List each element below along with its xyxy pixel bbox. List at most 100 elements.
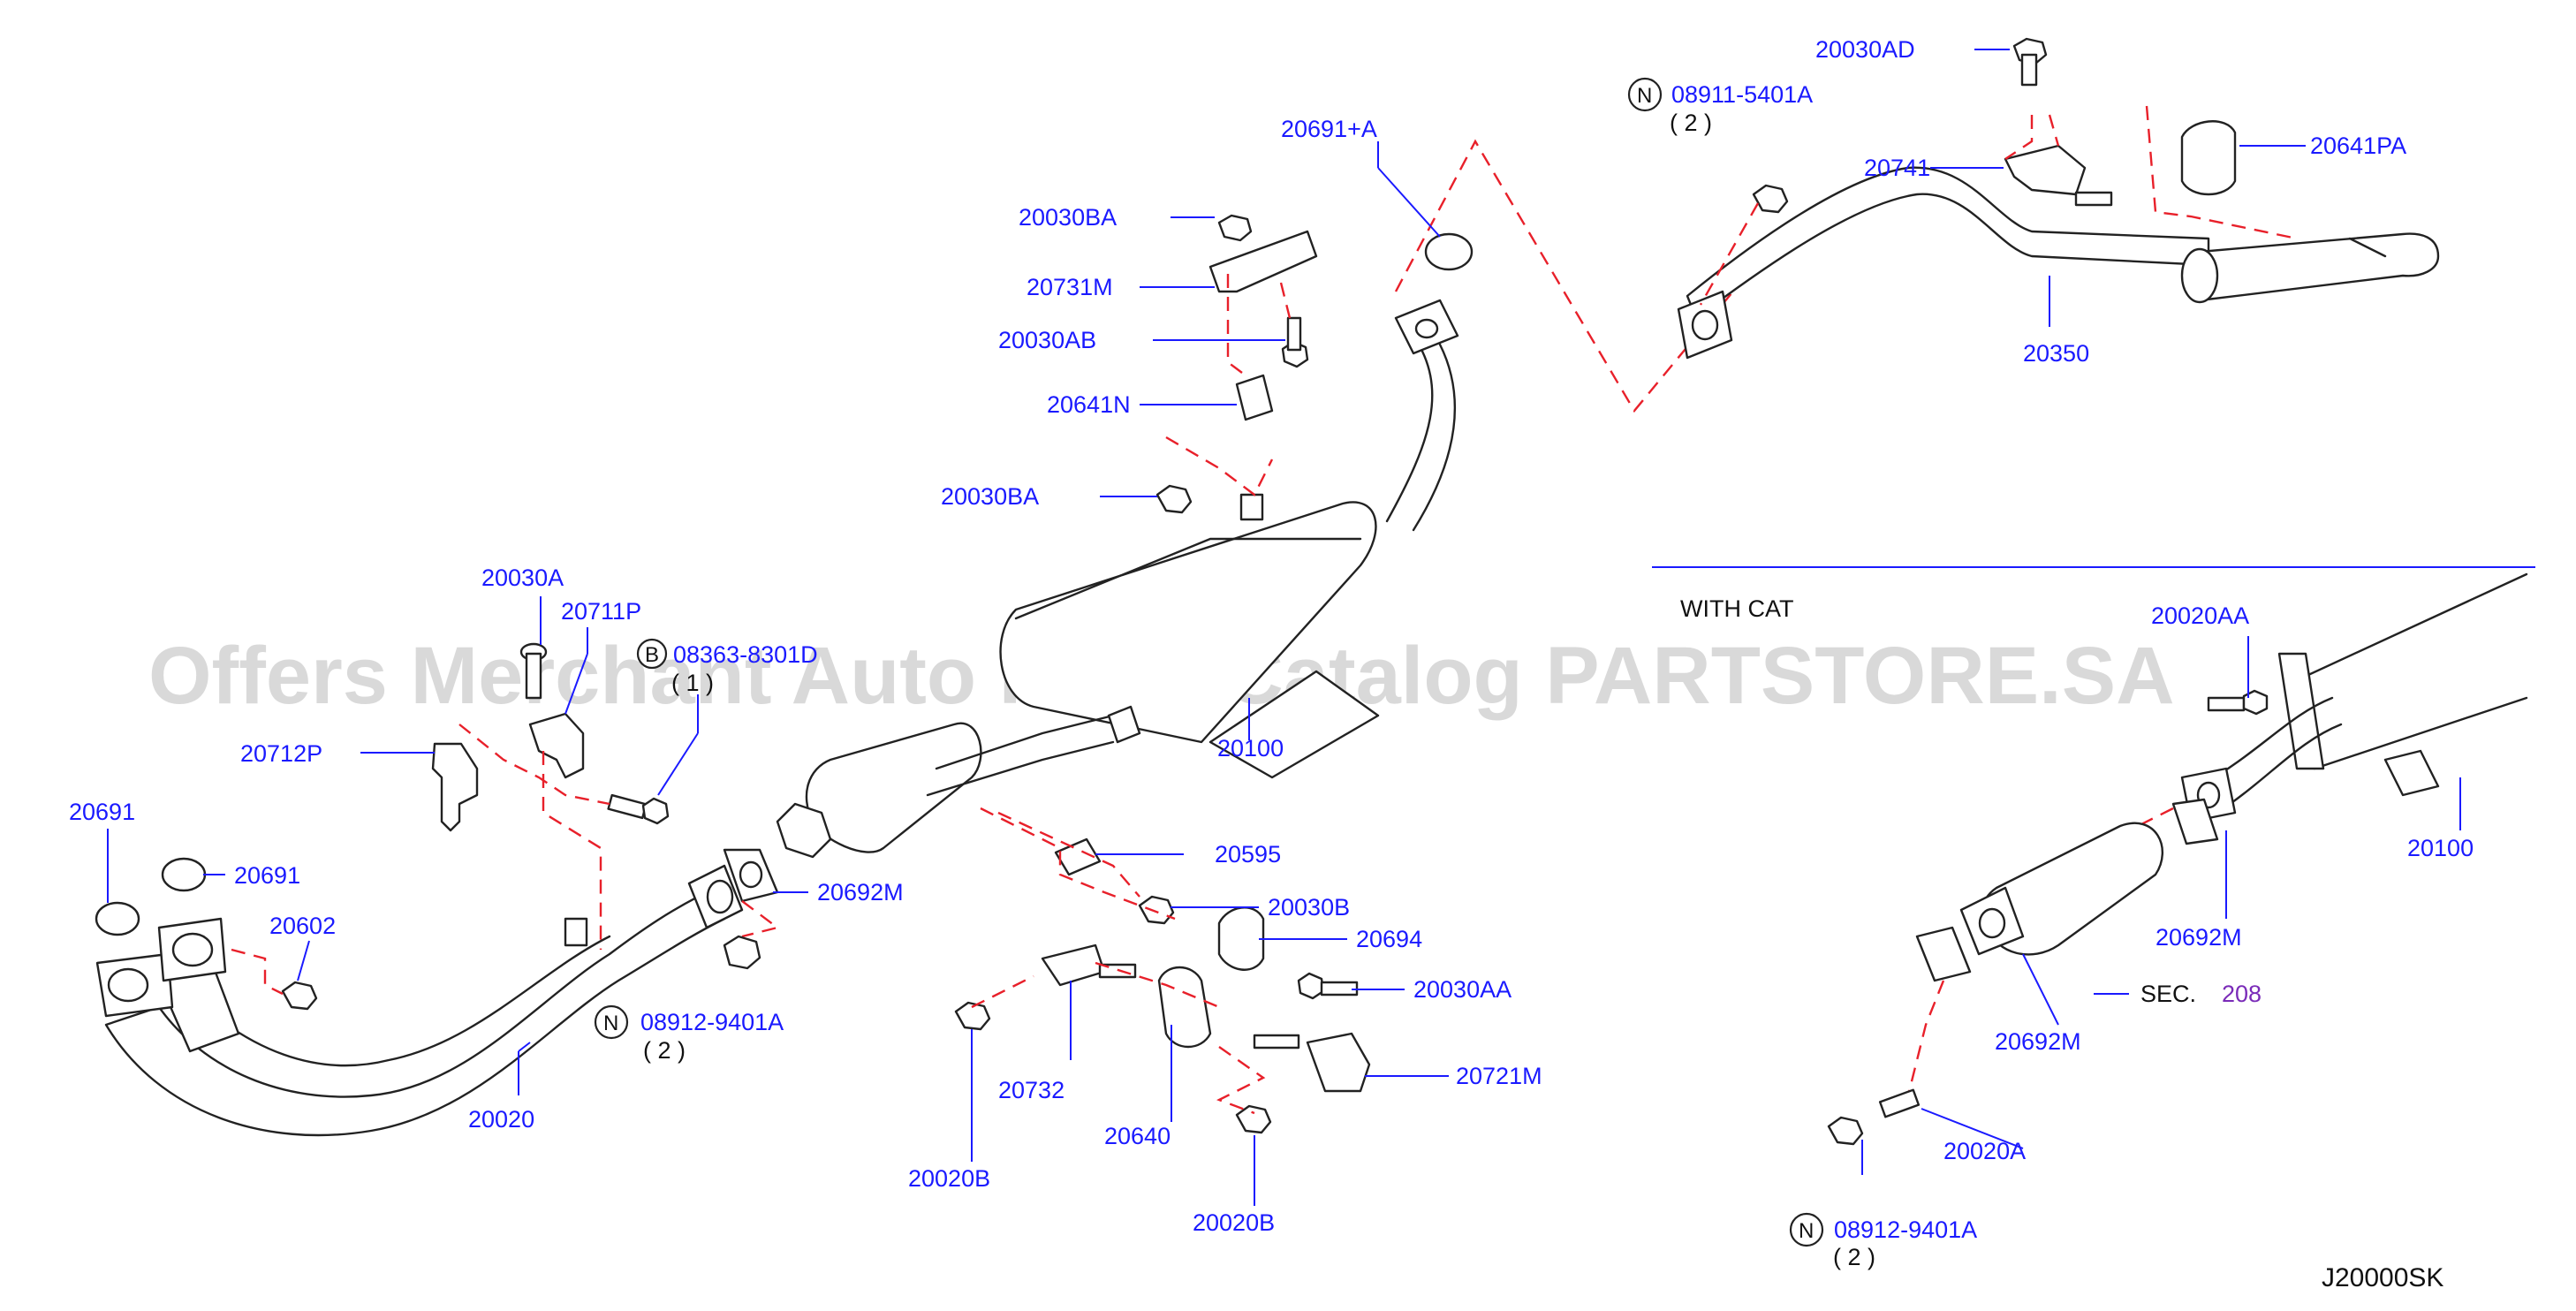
inset-catalytic-converter <box>1959 822 2164 956</box>
stud-20741 <box>2074 191 2113 207</box>
dash-20602 <box>231 948 284 996</box>
label-20721M: 20721M <box>1456 1063 1542 1089</box>
insulator-20641N <box>1235 374 1274 421</box>
label-20712P: 20712P <box>240 740 322 767</box>
bolt-20030AD <box>2012 37 2048 87</box>
dash-lower-c <box>1095 961 1220 1009</box>
label-20020B-right: 20020B <box>1193 1209 1275 1236</box>
inset-stud-20020AA <box>2207 689 2269 716</box>
dash-top-stack-b <box>1279 282 1292 319</box>
label-20020A: 20020A <box>1943 1138 2026 1164</box>
front-pipe-20020 <box>95 864 744 1137</box>
label-20020B-left: 20020B <box>908 1165 990 1192</box>
dash-lower-d <box>971 974 1034 1009</box>
nut-20030B <box>1138 895 1175 925</box>
note-badge-n-08912-main: N <box>594 1004 629 1040</box>
nut-20602 <box>281 981 318 1011</box>
insulator-20640 <box>1157 966 1212 1049</box>
svg-text:N: N <box>603 1012 618 1035</box>
sheet-code: J20000SK <box>2322 1263 2443 1292</box>
qty-08912-inset: ( 2 ) <box>1833 1244 1875 1270</box>
svg-text:N: N <box>1799 1219 1814 1243</box>
label-20350: 20350 <box>2023 340 2089 367</box>
qty-08911: ( 2 ) <box>1670 110 1712 136</box>
nut-20030BA-mid <box>1155 484 1193 514</box>
label-20692M-main: 20692M <box>817 879 904 906</box>
label-20030AD: 20030AD <box>1815 36 1915 63</box>
label-20711P: 20711P <box>561 598 641 625</box>
label-20691-a: 20691 <box>69 799 135 825</box>
dash-top-stack-c <box>1165 436 1274 496</box>
note-badge-b-08363: B <box>636 638 668 670</box>
label-20731M: 20731M <box>1027 274 1113 300</box>
inset-gasket-20692M-b <box>1915 926 1972 982</box>
insulator-20641PA <box>2180 120 2237 196</box>
dash-20741-a <box>2004 115 2034 160</box>
label-08363: 08363-8301D <box>673 641 818 668</box>
label-20732: 20732 <box>998 1077 1064 1103</box>
label-20030BA-top: 20030BA <box>1019 204 1117 231</box>
inset-dash-a <box>2137 807 2174 828</box>
label-20741: 20741 <box>1864 155 1930 181</box>
dash-20641PA <box>2145 105 2298 240</box>
label-20030A: 20030A <box>481 565 564 591</box>
note-badge-n-08911: N <box>1627 77 1663 112</box>
dash-lower-b <box>997 811 1140 898</box>
dash-20020-hanger <box>542 751 602 950</box>
dash-zigzag <box>1394 139 1741 413</box>
nut-20030BA-top <box>1217 214 1253 242</box>
section-prefix: SEC. <box>2140 981 2196 1007</box>
bracket-20721M <box>1253 1032 1371 1093</box>
dash-top-stack-a <box>1226 274 1246 376</box>
tail-pipe-20350 <box>1677 166 2440 360</box>
gasket-20691-b <box>161 857 207 892</box>
insulator-20694 <box>1217 906 1265 971</box>
bracket-20712P <box>431 742 479 832</box>
label-20100-inset: 20100 <box>2407 835 2474 861</box>
inset-dash-b <box>1906 980 1945 1096</box>
label-20641N: 20641N <box>1047 391 1131 418</box>
label-20602: 20602 <box>269 913 336 939</box>
label-20641PA: 20641PA <box>2310 133 2406 159</box>
label-20030BA-mid: 20030BA <box>941 483 1039 510</box>
bolt-20030AA <box>1297 972 1359 1000</box>
section-number[interactable]: 208 <box>2222 981 2262 1007</box>
nut-20020B-left <box>954 1001 991 1031</box>
label-20030AB: 20030AB <box>998 327 1096 353</box>
nut-08911 <box>1752 184 1789 214</box>
clamp-inlet <box>776 802 832 859</box>
bracket-20711P <box>528 712 585 779</box>
gasket-20691A <box>1424 232 1474 271</box>
label-20030AA: 20030AA <box>1413 976 1512 1003</box>
nut-08912-main <box>723 935 761 970</box>
qty-08912-main: ( 2 ) <box>643 1037 686 1064</box>
label-08911: 08911-5401A <box>1671 81 1813 108</box>
leader-lines <box>107 49 2461 1206</box>
bolt-20030A <box>519 642 548 700</box>
label-20692M-inset-b: 20692M <box>1995 1028 2081 1055</box>
qty-08363: ( 1 ) <box>671 670 714 696</box>
dash-20741-b <box>2048 114 2060 147</box>
label-20100-main: 20100 <box>1217 735 1284 762</box>
label-20030B: 20030B <box>1268 894 1350 921</box>
dash-20711P <box>458 724 610 806</box>
bracket-20741 <box>2004 144 2087 196</box>
center-muffler-20100 <box>805 299 1459 853</box>
label-20595: 20595 <box>1215 841 1281 868</box>
bracket-20731M <box>1208 230 1318 293</box>
svg-text:N: N <box>1637 84 1652 108</box>
bracket-20732 <box>1041 943 1137 987</box>
gasket-20691-a <box>95 901 140 936</box>
dash-20692M <box>741 900 780 938</box>
inset-gasket-20692M-a <box>2171 798 2219 845</box>
inset-nut-08912 <box>1827 1116 1864 1146</box>
note-badge-n-08912-inset: N <box>1789 1212 1824 1247</box>
inset-stud-20020A <box>1878 1088 1921 1118</box>
label-20691A: 20691+A <box>1281 116 1377 142</box>
nut-20020B-right <box>1235 1104 1272 1134</box>
label-20691-b: 20691 <box>234 862 300 889</box>
bolt-20030AB <box>1281 316 1309 368</box>
inset-title: WITH CAT <box>1680 595 1793 622</box>
label-20640: 20640 <box>1104 1123 1171 1149</box>
